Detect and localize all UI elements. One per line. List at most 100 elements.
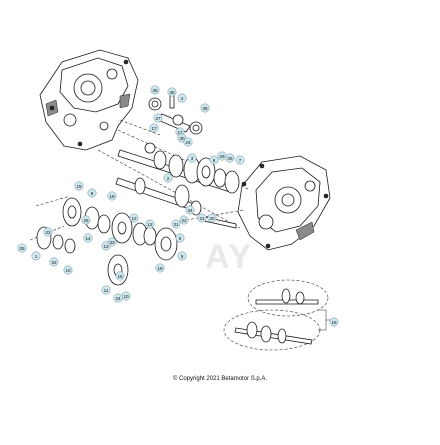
callout-34: 34 bbox=[185, 205, 195, 215]
callout-bubble bbox=[115, 271, 125, 281]
callout-bubble bbox=[171, 219, 181, 229]
callout-bubble bbox=[185, 205, 195, 215]
callout-label: 36 bbox=[202, 106, 208, 111]
callout-bubble bbox=[179, 215, 189, 225]
callout-7: 7 bbox=[235, 155, 245, 165]
callout-bubble bbox=[149, 123, 159, 133]
callout-10: 10 bbox=[63, 265, 73, 275]
callout-label: 32 bbox=[51, 260, 57, 265]
callout-25: 25 bbox=[17, 243, 27, 253]
callout-bubble bbox=[17, 243, 27, 253]
callout-5: 5 bbox=[175, 233, 185, 243]
callout-bubble bbox=[155, 263, 165, 273]
callout-35: 35 bbox=[150, 85, 160, 95]
callout-label: 12 bbox=[131, 216, 137, 221]
right-crankcase bbox=[237, 155, 331, 251]
callout-label: 10 bbox=[123, 294, 129, 299]
callout-label: 24 bbox=[185, 140, 191, 145]
callout-label: 4 bbox=[181, 96, 184, 101]
callout-label: 8 bbox=[91, 191, 94, 196]
callout-bubble bbox=[150, 85, 160, 95]
callout-38: 38 bbox=[167, 87, 177, 97]
callout-label: 25 bbox=[19, 246, 25, 251]
callout-27: 27 bbox=[153, 113, 163, 123]
shift-selector-parts bbox=[144, 89, 203, 154]
callout-label: 38 bbox=[169, 90, 175, 95]
callout-bubble bbox=[31, 251, 41, 261]
callout-label: 13 bbox=[103, 244, 109, 249]
callout-20: 20 bbox=[207, 213, 217, 223]
callout-26: 26 bbox=[81, 215, 91, 225]
callout-bubble bbox=[187, 153, 197, 163]
callout-label: 16 bbox=[117, 274, 123, 279]
callout-label: 17 bbox=[151, 126, 157, 131]
callout-bubble bbox=[177, 93, 187, 103]
callout-bubble bbox=[43, 227, 53, 237]
callout-label: 28 bbox=[227, 156, 233, 161]
callout-label: 17 bbox=[177, 130, 183, 135]
callout-label: 33 bbox=[109, 240, 115, 245]
callout-label: 5 bbox=[179, 236, 182, 241]
callout-bubble bbox=[153, 113, 163, 123]
callout-8: 8 bbox=[87, 188, 97, 198]
callout-label: 23 bbox=[45, 230, 51, 235]
callout-label: 20 bbox=[209, 216, 215, 221]
callout-10: 10 bbox=[121, 291, 131, 301]
callout-label: 15 bbox=[76, 184, 82, 189]
layshaft bbox=[115, 177, 237, 229]
callout-bubble bbox=[207, 213, 217, 223]
callout-2: 2 bbox=[163, 173, 173, 183]
callout-label: 29 bbox=[219, 154, 225, 159]
callout-label: 12 bbox=[147, 222, 153, 227]
callout-label: 35 bbox=[152, 88, 158, 93]
callout-label: 14 bbox=[85, 236, 91, 241]
callout-label: 30 bbox=[179, 136, 185, 141]
callout-16: 16 bbox=[115, 271, 125, 281]
callout-bubble bbox=[167, 87, 177, 97]
lower-gear-stack bbox=[36, 197, 178, 286]
callout-bubble bbox=[200, 103, 210, 113]
callout-bubble bbox=[129, 213, 139, 223]
callout-bubble bbox=[49, 257, 59, 267]
callout-bubble bbox=[87, 188, 97, 198]
callout-14: 14 bbox=[83, 233, 93, 243]
copyright-notice: © Copyright 2021 Betamotor S.p.A. bbox=[172, 376, 268, 382]
callout-bubble bbox=[183, 137, 193, 147]
callout-3: 3 bbox=[187, 153, 197, 163]
callout-bubble bbox=[83, 233, 93, 243]
callout-bubble bbox=[175, 233, 185, 243]
callout-12: 12 bbox=[129, 213, 139, 223]
callout-bubble bbox=[235, 155, 245, 165]
callout-label: 19 bbox=[157, 266, 163, 271]
callout-17: 17 bbox=[149, 123, 159, 133]
callout-label: 6 bbox=[213, 158, 216, 163]
callout-24: 24 bbox=[113, 293, 123, 303]
callout-label: 9 bbox=[181, 254, 184, 259]
callout-label: 31 bbox=[173, 222, 179, 227]
callout-label: 22 bbox=[181, 218, 187, 223]
callout-bubble bbox=[113, 293, 123, 303]
callout-bubble bbox=[107, 191, 117, 201]
callout-label: 1 bbox=[35, 254, 38, 259]
callout-6: 6 bbox=[209, 155, 219, 165]
callout-32: 32 bbox=[49, 257, 59, 267]
callout-bubble bbox=[101, 241, 111, 251]
callout-label: 19 bbox=[109, 194, 115, 199]
callout-19: 19 bbox=[155, 263, 165, 273]
callout-label: 2 bbox=[167, 176, 170, 181]
callout-label: 18 bbox=[331, 320, 337, 325]
inset-detail-group bbox=[223, 279, 332, 351]
callout-bubble bbox=[101, 285, 111, 295]
callout-19: 19 bbox=[107, 191, 117, 201]
callout-label: 7 bbox=[239, 158, 242, 163]
callout-bubble bbox=[225, 153, 235, 163]
callout-bubble bbox=[329, 317, 339, 327]
callout-bubble bbox=[163, 173, 173, 183]
callout-bubble bbox=[197, 213, 207, 223]
callout-label: 11 bbox=[104, 288, 109, 293]
callout-22: 22 bbox=[179, 215, 189, 225]
callout-label: 24 bbox=[115, 296, 121, 301]
callout-1: 1 bbox=[31, 251, 41, 261]
